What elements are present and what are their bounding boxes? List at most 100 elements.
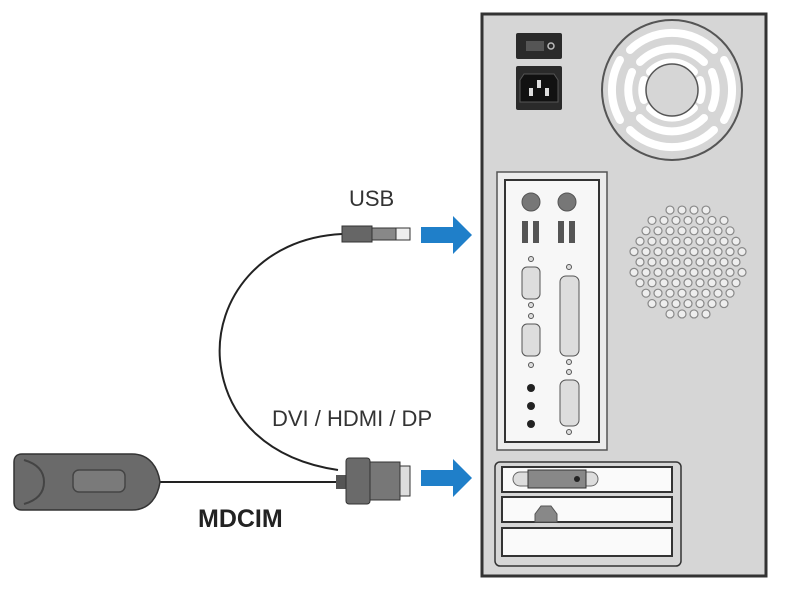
- vent-hole: [707, 215, 717, 226]
- vent-hole: [659, 215, 669, 226]
- vent-hole: [689, 267, 699, 277]
- vent-hole: [701, 309, 711, 319]
- vent-hole: [641, 288, 651, 298]
- serial-port-icon: [521, 256, 541, 368]
- vent-hole: [647, 236, 657, 246]
- vent-hole: [635, 278, 645, 288]
- arrows: [421, 216, 472, 497]
- vent-hole: [629, 247, 639, 257]
- vent-hole: [671, 215, 681, 226]
- vent-hole: [737, 247, 747, 257]
- power-socket-icon: [516, 66, 562, 110]
- vent-hole: [641, 226, 651, 236]
- vent-hole: [719, 278, 729, 288]
- vent-hole: [737, 267, 747, 277]
- vent-hole: [701, 226, 711, 236]
- vent-hole: [695, 236, 705, 246]
- dvi-port-icon: [512, 469, 599, 489]
- vent-hole: [665, 267, 675, 277]
- vent-hole: [707, 278, 717, 288]
- vent-hole: [653, 247, 663, 257]
- usb-arrow-icon: [421, 216, 472, 254]
- vent-hole: [629, 267, 639, 277]
- fan-grille-icon: [601, 19, 743, 161]
- vent-hole: [653, 267, 663, 277]
- vent-hole: [713, 267, 723, 277]
- vent-grid: [629, 205, 747, 319]
- vent-hole: [689, 226, 699, 236]
- vent-hole: [677, 309, 687, 319]
- vent-hole: [653, 226, 663, 236]
- expansion-slots: [494, 461, 682, 567]
- parallel-port-icon: [559, 264, 580, 365]
- cables: [158, 233, 343, 483]
- vent-hole: [707, 257, 717, 267]
- vent-hole: [671, 278, 681, 288]
- vent-hole: [641, 247, 651, 257]
- vent-hole: [635, 236, 645, 246]
- vent-hole: [701, 205, 711, 215]
- vent-hole: [701, 267, 711, 277]
- mdcim-device: [13, 453, 161, 511]
- video-connector: [336, 457, 411, 505]
- vent-hole: [731, 236, 741, 246]
- vent-hole: [641, 267, 651, 277]
- vent-hole: [695, 278, 705, 288]
- vent-hole: [677, 288, 687, 298]
- vent-hole: [635, 257, 645, 267]
- vent-hole: [647, 215, 657, 226]
- vent-hole: [725, 247, 735, 257]
- vent-hole: [671, 236, 681, 246]
- vent-hole: [707, 298, 717, 309]
- vent-hole: [719, 298, 729, 309]
- computer-tower: [480, 12, 768, 578]
- vent-hole: [659, 257, 669, 267]
- vent-hole: [647, 298, 657, 309]
- vent-hole: [659, 298, 669, 309]
- io-panel: [496, 171, 608, 451]
- vent-hole: [683, 278, 693, 288]
- vent-hole: [659, 236, 669, 246]
- vent-hole: [713, 288, 723, 298]
- ethernet-port-icon: [534, 505, 558, 523]
- video-label: DVI / HDMI / DP: [272, 406, 433, 431]
- vent-hole: [677, 226, 687, 236]
- vent-hole: [725, 267, 735, 277]
- vent-hole: [713, 226, 723, 236]
- audio-jack-icon: [527, 384, 535, 428]
- vent-hole: [689, 309, 699, 319]
- vent-hole: [677, 267, 687, 277]
- vent-hole: [671, 298, 681, 309]
- power-switch-icon: [516, 33, 562, 59]
- usb-port-icon: [522, 221, 575, 243]
- vent-hole: [683, 257, 693, 267]
- vent-hole: [719, 215, 729, 226]
- video-arrow-icon: [421, 459, 472, 497]
- vent-hole: [719, 236, 729, 246]
- network-card-slot: [501, 496, 673, 523]
- vent-hole: [725, 226, 735, 236]
- vent-hole: [653, 288, 663, 298]
- vent-hole: [665, 205, 675, 215]
- usb-cable: [218, 233, 343, 471]
- ps2-port-icon: [521, 192, 541, 212]
- vent-hole: [701, 247, 711, 257]
- vent-hole: [689, 288, 699, 298]
- vent-hole: [659, 278, 669, 288]
- usb-label: USB: [349, 186, 395, 211]
- vent-hole: [647, 278, 657, 288]
- vent-hole: [665, 247, 675, 257]
- vent-hole: [689, 247, 699, 257]
- vent-hole: [647, 257, 657, 267]
- vent-hole: [689, 205, 699, 215]
- vent-hole: [707, 236, 717, 246]
- vent-hole: [665, 309, 675, 319]
- vent-hole: [719, 257, 729, 267]
- vga-port-icon: [559, 369, 580, 435]
- empty-slot: [501, 527, 673, 557]
- vent-hole: [683, 236, 693, 246]
- vent-hole: [695, 215, 705, 226]
- vent-hole: [683, 298, 693, 309]
- vent-hole: [713, 247, 723, 257]
- vent-hole: [695, 298, 705, 309]
